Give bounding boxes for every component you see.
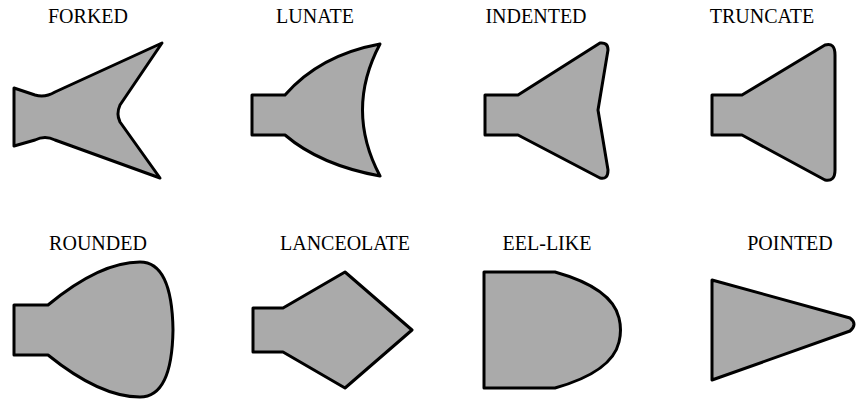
tail-path bbox=[485, 43, 608, 178]
tail-label: EEL-LIKE bbox=[503, 232, 592, 254]
tail-outline bbox=[432, 0, 648, 200]
tail-shape: POINTED bbox=[648, 228, 864, 400]
tail-path bbox=[253, 272, 412, 388]
tail-path bbox=[252, 44, 380, 176]
tail-outline bbox=[216, 0, 432, 200]
tail-path bbox=[14, 43, 162, 178]
tail-label: ROUNDED bbox=[49, 232, 147, 254]
tail-shape: TRUNCATE bbox=[648, 0, 864, 200]
tail-shape: FORKED bbox=[0, 0, 216, 200]
tail-shape: ROUNDED bbox=[0, 228, 216, 400]
tail-outline bbox=[0, 0, 216, 200]
tail-shape: LANCEOLATE bbox=[216, 228, 432, 400]
tail-shape: INDENTED bbox=[432, 0, 648, 200]
tail-label: LANCEOLATE bbox=[280, 232, 410, 254]
tail-label: INDENTED bbox=[485, 5, 586, 27]
tail-path bbox=[712, 44, 835, 180]
tail-outline bbox=[648, 0, 864, 200]
tail-label: POINTED bbox=[747, 232, 833, 254]
tail-path bbox=[712, 280, 854, 380]
tail-label: FORKED bbox=[48, 5, 128, 27]
tail-shape: LUNATE bbox=[216, 0, 432, 200]
tail-path bbox=[484, 272, 621, 388]
tail-label: LUNATE bbox=[276, 5, 354, 27]
tail-label: TRUNCATE bbox=[710, 5, 814, 27]
tail-shape: EEL-LIKE bbox=[432, 228, 648, 400]
tail-path bbox=[14, 262, 173, 397]
